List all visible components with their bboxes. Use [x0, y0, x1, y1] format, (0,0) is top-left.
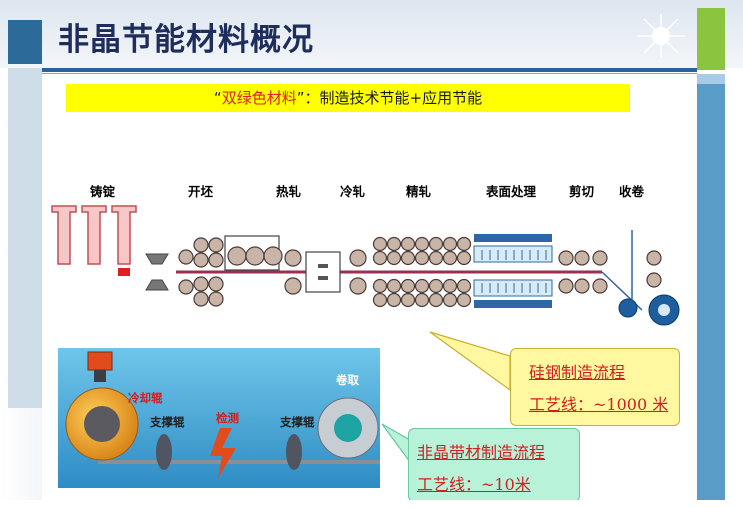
- bottom-strip: [0, 500, 743, 508]
- label-cooling-roller: 冷却辊: [128, 391, 163, 405]
- label-shearing: 剪切: [569, 184, 594, 199]
- silicon-callout-line2: 工艺线：~1000 米: [529, 395, 669, 414]
- amorphous-callout-line1: 非晶带材制造流程: [417, 443, 546, 462]
- quote-open: “: [213, 89, 222, 107]
- label-coiling: 收卷: [619, 184, 645, 199]
- surface-treatment-unit: [473, 234, 553, 308]
- label-finish-rolling: 精轧: [406, 184, 432, 199]
- hot-rolls: [227, 246, 302, 295]
- shear-rolls: [558, 250, 662, 294]
- banner-highlight: 双绿色材料: [221, 89, 297, 107]
- slide-title: 非晶节能材料概况: [58, 22, 314, 58]
- label-surface-treatment: 表面处理: [485, 184, 537, 199]
- silicon-callout-line1: 硅钢制造流程: [529, 363, 626, 382]
- header-rule: [42, 68, 697, 72]
- silicon-steel-callout: 硅钢制造流程 工艺线：~1000 米: [510, 348, 680, 426]
- coil-small: [618, 298, 638, 318]
- amorphous-callout: 非晶带材制造流程 工艺线：~10米: [408, 428, 580, 502]
- amorphous-callout-line2: 工艺线：~10米: [417, 475, 531, 494]
- cold-rolls: [349, 249, 367, 295]
- banner-rest: ：制造技术节能+应用节能: [304, 89, 483, 107]
- slide-header: [0, 0, 743, 68]
- quote-close: ”: [296, 89, 305, 107]
- header-rule-thin: [42, 73, 697, 74]
- inspection-shape: [210, 428, 236, 478]
- ingot-shapes: [51, 205, 137, 265]
- right-side-bar-top: [697, 74, 725, 84]
- ingot-red-block: [118, 268, 130, 276]
- left-side-panel: [8, 68, 42, 408]
- finish-rolls: [372, 236, 472, 308]
- sparkle-icon: [637, 14, 685, 58]
- amorphous-process-illustration: 冷却辊 支撑辊 检测 支撑辊 卷取: [58, 348, 380, 488]
- label-support-roller-2: 支撑辊: [279, 415, 315, 429]
- label-support-roller-1: 支撑辊: [149, 415, 185, 429]
- support-roller-shape-1: [156, 434, 172, 470]
- label-hot-rolling: 热轧: [276, 184, 302, 199]
- label-ingot: 铸锭: [90, 184, 116, 199]
- silicon-steel-process-diagram: 铸锭 开坯 热轧 冷轧 精轧 表面处理 剪切 收卷: [51, 184, 680, 326]
- blooming-rolls: [178, 237, 224, 307]
- subtitle-banner: “双绿色材料”：制造技术节能+应用节能: [66, 84, 630, 112]
- header-left-stripe: [8, 20, 42, 64]
- label-inspection: 检测: [216, 411, 239, 425]
- support-roller-shape-2: [286, 434, 302, 470]
- label-coiling-roll: 卷取: [335, 373, 359, 387]
- label-cold-rolling: 冷轧: [340, 184, 366, 199]
- header-right-stripe: [697, 8, 725, 70]
- right-side-bar: [697, 74, 725, 504]
- label-blooming: 开坯: [188, 184, 214, 199]
